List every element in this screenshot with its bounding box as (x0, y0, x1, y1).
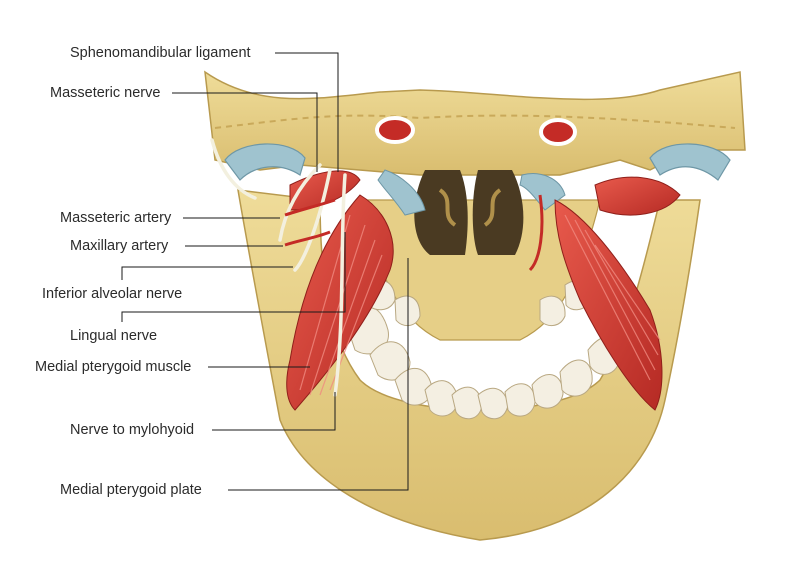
label-masseteric-nerve: Masseteric nerve (50, 85, 161, 101)
nasal-cavity-right (472, 170, 524, 255)
arteries (284, 194, 544, 272)
label-inferior-alveolar-nerve: Inferior alveolar nerve (42, 286, 183, 302)
muscle-fibers-left (299, 214, 383, 396)
label-nerve-to-mylohyoid: Nerve to mylohyoid (70, 422, 195, 438)
pterygoid-plate-right (519, 173, 566, 211)
label-sphenomandibular-ligament: Sphenomandibular ligament (70, 45, 251, 61)
label-medial-pterygoid-muscle: Medial pterygoid muscle (35, 359, 192, 375)
tmj-left (224, 143, 306, 181)
tmj-right (649, 143, 731, 181)
teeth (344, 279, 621, 420)
nasal-cavity-left (414, 170, 468, 255)
concha-left (438, 188, 457, 227)
label-medial-pterygoid-plate: Medial pterygoid plate (60, 482, 202, 498)
foramen-left (375, 116, 415, 144)
concha-right (483, 188, 502, 227)
medial-pterygoid-muscle-right (554, 199, 663, 411)
nerves (210, 138, 347, 397)
label-lingual-nerve: Lingual nerve (70, 328, 158, 344)
leader-lines (121, 52, 409, 491)
muscle-fibers-right (564, 214, 661, 381)
lateral-pterygoid-right (594, 176, 681, 216)
label-masseteric-artery: Masseteric artery (60, 210, 172, 226)
label-maxillary-artery: Maxillary artery (70, 238, 169, 254)
mandible (237, 189, 701, 541)
pterygoid-plate-left (377, 169, 426, 216)
skull-base-texture (214, 114, 736, 129)
foramen-right (539, 118, 577, 146)
